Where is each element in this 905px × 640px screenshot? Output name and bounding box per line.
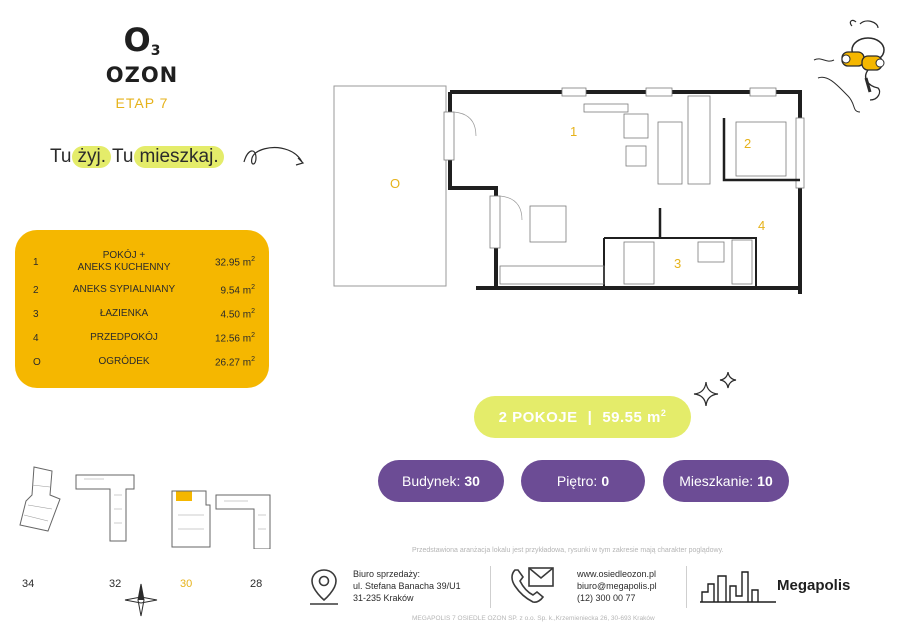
- rooms-table: 1 POKÓJ + ANEKS KUCHENNY 32.95 m2 2 ANEK…: [15, 230, 269, 388]
- apartment-badge: Mieszkanie:10: [663, 460, 789, 502]
- slogan-highlight: żyj.: [72, 146, 111, 168]
- disclaimer: Przedstawiona aranżacja lokalu jest przy…: [412, 547, 724, 554]
- room-area: 12.56 m2: [214, 331, 255, 345]
- apartment-summary: 2 POKOJE | 59.55 m2: [474, 396, 691, 438]
- building-map-34: [19, 466, 61, 532]
- room-name: POKÓJ + ANEKS KUCHENNY: [77, 250, 171, 273]
- company-footer: MEGAPOLIS 7 OSIEDLE OZON SP. z o.o. Sp. …: [412, 615, 655, 622]
- room-row: 1 POKÓJ + ANEKS KUCHENNY 32.95 m2: [29, 246, 255, 278]
- phone-mail-icon: [511, 567, 554, 603]
- slogan: Tu żyj. Tu mieszkaj.: [50, 146, 225, 168]
- office-title: Biuro sprzedaży:: [353, 569, 421, 579]
- building-map-32: [75, 474, 135, 542]
- logo-mark: O3: [123, 21, 161, 59]
- room-number: O: [33, 356, 41, 368]
- garden-area: [333, 85, 447, 287]
- office-city: 31-235 Kraków: [353, 593, 414, 603]
- building-label: 34: [22, 578, 35, 590]
- mascot-illustration: [813, 19, 885, 113]
- building-label-active: 30: [180, 578, 193, 590]
- total-area: 59.55 m2: [602, 408, 667, 426]
- room-number: 2: [33, 284, 39, 296]
- room-row: 4 PRZEDPOKÓJ 12.56 m2: [29, 326, 255, 350]
- floor-badge: Piętro:0: [521, 460, 645, 502]
- squiggle-arrow-icon: [243, 146, 305, 166]
- logo-name: OZON: [105, 63, 179, 87]
- room-number: 4: [33, 332, 39, 344]
- slogan-highlight: mieszkaj.: [134, 146, 224, 168]
- plan-label-room-3: 3: [674, 256, 681, 271]
- room-area: 4.50 m2: [220, 307, 255, 321]
- plan-label-room-1: 1: [570, 124, 577, 139]
- stage-label: ETAP 7: [115, 95, 169, 111]
- summary-separator: |: [587, 408, 593, 426]
- room-name: PRZEDPOKÓJ: [90, 332, 158, 343]
- room-row: O OGRÓDEK 26.27 m2: [29, 350, 255, 374]
- floor-plan: 1 2 3 4 O: [333, 85, 805, 294]
- room-area: 32.95 m2: [214, 255, 255, 269]
- brand-name: Megapolis: [777, 577, 851, 594]
- divider: [686, 566, 687, 608]
- room-area: 9.54 m2: [220, 283, 255, 297]
- phone-number[interactable]: (12) 300 00 77: [577, 593, 636, 603]
- sparkle-icon: [693, 372, 737, 407]
- sales-office: Biuro sprzedaży: ul. Stefana Banacha 39/…: [353, 568, 461, 604]
- room-name: ŁAZIENKA: [99, 308, 149, 319]
- building-map-30: [171, 490, 211, 548]
- room-row: 3 ŁAZIENKA 4.50 m2: [29, 302, 255, 326]
- megapolis-skyline-logo: [700, 571, 776, 603]
- building-map-28: [215, 494, 271, 549]
- building-label: 32: [109, 578, 122, 590]
- office-street: ul. Stefana Banacha 39/U1: [353, 581, 461, 591]
- rooms-count: 2 POKOJE: [498, 408, 578, 426]
- location-pin-icon: [310, 569, 338, 605]
- building-label: 28: [250, 578, 263, 590]
- plan-label-room-2: 2: [744, 136, 751, 151]
- room-number: 3: [33, 308, 39, 320]
- room-row: 2 ANEKS SYPIALNIANY 9.54 m2: [29, 278, 255, 302]
- slogan-word: Tu: [111, 146, 134, 167]
- divider: [490, 566, 491, 608]
- website-link[interactable]: www.osiedleozon.pl: [577, 569, 657, 579]
- contact-details: www.osiedleozon.pl biuro@megapolis.pl (1…: [577, 568, 657, 604]
- room-area: 26.27 m2: [214, 355, 255, 369]
- plan-label-garden: O: [390, 176, 400, 191]
- room-name: OGRÓDEK: [98, 356, 150, 367]
- building-badge: Budynek:30: [378, 460, 504, 502]
- compass-icon: [124, 583, 158, 617]
- plan-label-room-4: 4: [758, 218, 765, 233]
- email-link[interactable]: biuro@megapolis.pl: [577, 581, 657, 591]
- slogan-word: Tu: [50, 146, 72, 167]
- ozon-logo: O3 OZON ETAP 7: [92, 24, 192, 111]
- room-number: 1: [33, 256, 39, 268]
- room-name: ANEKS SYPIALNIANY: [72, 284, 176, 295]
